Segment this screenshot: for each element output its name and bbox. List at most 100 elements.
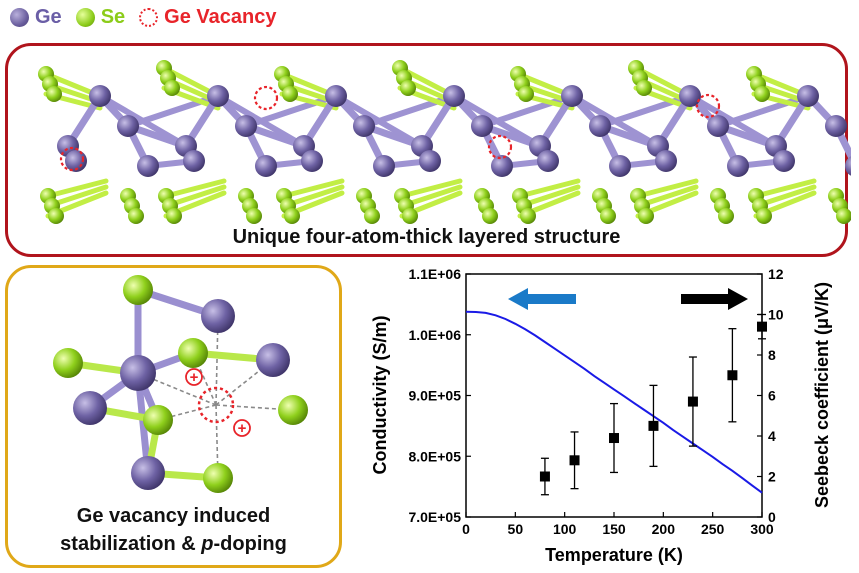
se-atom [284, 208, 300, 224]
ge-atom [707, 115, 729, 137]
ge-atom [443, 85, 465, 107]
x-tick-label: 150 [602, 521, 626, 537]
ge-atom [609, 155, 631, 177]
se-atom [364, 208, 380, 224]
seebeck-point [687, 396, 698, 407]
layered-structure-illustration [38, 60, 851, 224]
se-atom [718, 208, 734, 224]
se-atom [400, 80, 416, 96]
ge-atom [73, 391, 107, 425]
svg-text:+: + [238, 420, 247, 437]
seebeck-point [757, 321, 767, 332]
se-atom [638, 208, 654, 224]
x-tick-label: 200 [652, 521, 676, 537]
se-atom [402, 208, 418, 224]
legend-vacancy-label: Ge Vacancy [164, 5, 277, 28]
vacancy-caption-line1: Ge vacancy induced [76, 505, 271, 527]
se-atom [128, 208, 144, 224]
se-atom [246, 208, 262, 224]
x-tick-label: 50 [508, 521, 524, 537]
ge-vacancy-marker [487, 134, 513, 160]
layered-structure-panel: Unique four-atom-thick layered structure [5, 43, 851, 257]
x-tick-label: 300 [750, 521, 774, 537]
seebeck-point [648, 420, 659, 431]
ge-atom [561, 85, 583, 107]
ge-atom [825, 115, 847, 137]
ge-atom [89, 85, 111, 107]
se-atom [48, 208, 64, 224]
seebeck-point [569, 455, 580, 466]
se-atom [600, 208, 616, 224]
se-atom [520, 208, 536, 224]
ge-vacancy-marker [253, 85, 279, 111]
se-atom [164, 80, 180, 96]
plot-area [465, 273, 763, 518]
ge-atom [207, 85, 229, 107]
ge-atom [419, 150, 441, 172]
ge-atom [727, 155, 749, 177]
se-atom [53, 348, 83, 378]
left-axis-arrow-icon [508, 288, 576, 310]
ge-vacancy-marker [59, 146, 85, 172]
ge-atom [471, 115, 493, 137]
ge-atom [235, 115, 257, 137]
se-atom [482, 208, 498, 224]
se-atom [518, 86, 534, 102]
ge-atom [845, 156, 851, 176]
ge-atom [797, 85, 819, 107]
ge-atom [353, 115, 375, 137]
se-atom [166, 208, 182, 224]
x-axis-label: Temperature (K) [545, 545, 683, 565]
ge-atom [117, 115, 139, 137]
seebeck-point [539, 471, 550, 482]
se-atom [836, 208, 851, 224]
se-atom [203, 463, 233, 493]
y-tick-label: 7.0E+05 [408, 509, 461, 525]
ge-atom [65, 150, 87, 172]
svg-text:+: + [190, 369, 199, 386]
y-tick-label: 1.0E+06 [408, 327, 461, 343]
se-atom [123, 275, 153, 305]
legend-ge-label: Ge [35, 5, 62, 28]
ge-atom [589, 115, 611, 137]
se-atom [278, 395, 308, 425]
ge-atom [183, 150, 205, 172]
vacancy-icon [139, 7, 159, 27]
right-axis-arrow-icon [681, 288, 748, 310]
y2-tick-label: 8 [768, 347, 776, 363]
se-atom-icon [75, 7, 95, 27]
se-atom [756, 208, 772, 224]
structure-caption: Unique four-atom-thick layered structure [232, 226, 621, 248]
ge-atom [373, 155, 395, 177]
ge-atom [679, 85, 701, 107]
ge-atom [301, 150, 323, 172]
y2-tick-label: 6 [768, 388, 776, 404]
seebeck-point [727, 370, 738, 381]
x-tick-label: 100 [553, 521, 577, 537]
vacancy-caption: Ge vacancy induced stabilization & p-dop… [8, 502, 339, 558]
se-atom [178, 338, 208, 368]
positive-charge-icon: + [233, 419, 251, 437]
y2-tick-label: 2 [768, 469, 776, 485]
y2-axis-label: Seebeck coefficient (μV/K) [812, 282, 832, 508]
ge-vacancy-marker [695, 93, 721, 119]
se-atom [754, 86, 770, 102]
ge-atom [201, 299, 235, 333]
ge-atom [255, 155, 277, 177]
ge-atom-icon [10, 7, 29, 27]
y-tick-label: 1.1E+06 [408, 266, 461, 282]
vacancy-panel: + + Ge vacancy induced stabilization & p… [5, 265, 342, 568]
ge-vacancy-marker [197, 386, 235, 424]
x-tick-label: 250 [701, 521, 725, 537]
positive-charge-icon: + [185, 368, 203, 386]
conductivity-series-line [465, 310, 763, 494]
legend-se-label: Se [100, 5, 126, 28]
se-atom [143, 405, 173, 435]
seebeck-point [609, 433, 619, 444]
ge-atom [131, 456, 165, 490]
ge-atom [773, 150, 795, 172]
y2-tick-label: 0 [768, 509, 776, 525]
y2-tick-label: 4 [768, 428, 776, 444]
ge-atom [537, 150, 559, 172]
